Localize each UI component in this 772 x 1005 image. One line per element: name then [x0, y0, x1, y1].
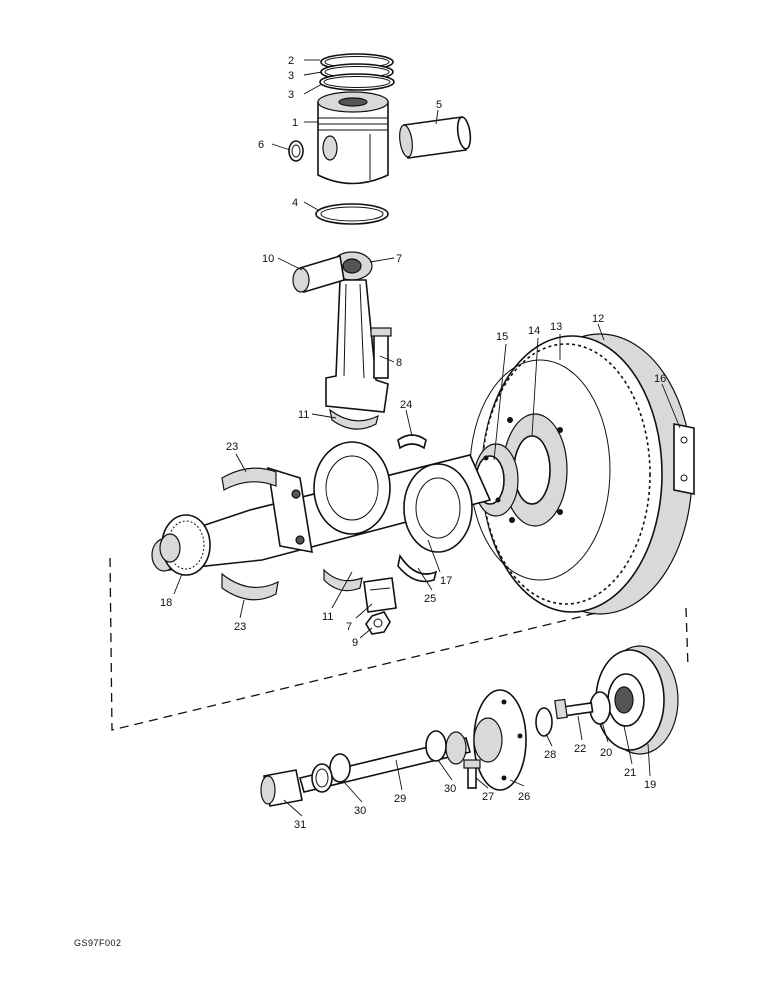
callout-24: 24	[400, 399, 412, 411]
thrust-washer-lower	[397, 553, 438, 583]
gudgeon-pin	[399, 116, 472, 159]
callout-11: 11	[322, 611, 333, 623]
callout-2: 2	[288, 55, 294, 67]
callout-7: 7	[396, 253, 402, 265]
callout-17: 17	[440, 575, 452, 587]
drawing-code: GS97F002	[74, 938, 122, 948]
callout-3: 3	[288, 89, 294, 101]
callout-8: 8	[396, 357, 402, 369]
callout-15: 15	[496, 331, 508, 343]
coupling-flange	[473, 689, 527, 791]
flywheel-bracket	[673, 423, 695, 495]
callout-labels: 2 3 3 1 5 6 4 10 7 8 11 15 14 13 12 16 2…	[160, 55, 666, 831]
callout-9: 9	[352, 637, 358, 649]
callout-30: 30	[354, 805, 366, 817]
thrust-washer	[397, 434, 427, 450]
callout-4: 4	[292, 197, 298, 209]
callout-11: 11	[298, 409, 309, 421]
callout-28: 28	[544, 749, 556, 761]
timing-gear	[159, 514, 211, 576]
piston	[317, 91, 389, 185]
crankshaft	[151, 441, 492, 572]
flywheel	[469, 333, 693, 615]
reference-frame	[109, 557, 601, 731]
circlip	[288, 140, 304, 162]
flange-bolt	[463, 759, 481, 789]
callout-3: 3	[288, 70, 294, 82]
callout-19: 19	[644, 779, 656, 791]
conrod-bolt	[370, 327, 392, 379]
callout-25: 25	[424, 593, 436, 605]
callout-26: 26	[518, 791, 530, 803]
callout-18: 18	[160, 597, 172, 609]
callout-21: 21	[624, 767, 636, 779]
callout-23: 23	[234, 621, 246, 633]
callout-27: 27	[482, 791, 494, 803]
big-end-bearing-upper	[329, 408, 379, 430]
callout-5: 5	[436, 99, 442, 111]
callout-12: 12	[592, 313, 604, 325]
spacer-ring	[535, 707, 553, 737]
big-end-bearing-lower	[323, 568, 363, 592]
connecting-rod	[292, 251, 389, 413]
main-bearing-upper	[221, 467, 277, 491]
big-end-cap	[363, 577, 397, 613]
pto-shim	[589, 691, 611, 725]
callout-22: 22	[574, 743, 586, 755]
pto-bolt	[554, 698, 594, 720]
callout-23: 23	[226, 441, 238, 453]
piston-ring-3-lower	[319, 73, 395, 91]
leader-lines	[173, 59, 681, 817]
callout-6: 6	[258, 139, 264, 151]
callout-14: 14	[528, 325, 540, 337]
shaft-seal-left	[329, 753, 351, 783]
shaft-bearing	[311, 763, 333, 793]
callout-10: 10	[262, 253, 274, 265]
callout-20: 20	[600, 747, 612, 759]
oil-control-ring	[315, 203, 389, 225]
main-bearing-lower	[221, 572, 279, 601]
callout-1: 1	[292, 117, 298, 129]
shaft-sleeve	[260, 769, 303, 807]
shaft-seal-right	[425, 730, 447, 762]
callout-7: 7	[346, 621, 352, 633]
pto-housing	[595, 645, 679, 755]
callout-31: 31	[294, 819, 306, 831]
callout-13: 13	[550, 321, 562, 333]
callout-29: 29	[394, 793, 406, 805]
callout-30: 30	[444, 783, 456, 795]
conrod-nut	[365, 611, 391, 635]
callout-16: 16	[654, 373, 666, 385]
reference-frame-right	[685, 607, 689, 669]
